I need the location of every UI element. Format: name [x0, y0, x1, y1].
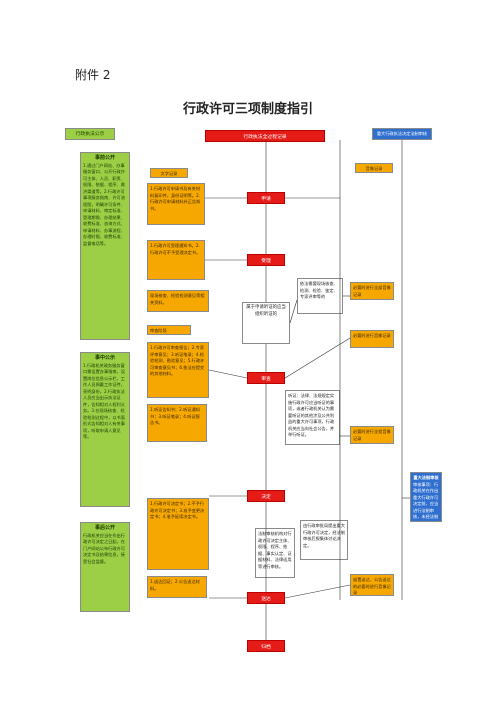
av-record-4: 留置送达、公告送达的必要时进行音像记录: [350, 574, 394, 596]
site-check-materials: 现场核查、检验检测意见等相关资料。: [147, 290, 209, 312]
step-archive: 归档: [247, 640, 285, 652]
delivery-materials: 1.送达回证；2.公告送达材料。: [147, 576, 207, 598]
step-accept: 受理: [247, 254, 285, 266]
review-materials: 1.行政许可审查报告；2.专家评审意见；3.听证笔录；4.检验检测、勘验意见；5…: [147, 342, 209, 398]
hearing-question: 属于申请听证的应当组织听证的: [242, 302, 290, 344]
decision-materials: 1.行政许可决定书；2.不予行政许可决定书；3.准予变更决定书；4.准予延续决定…: [147, 498, 209, 570]
notice-pre-text: 1.通过门户网站、办事服务窗口、公开行政许可主体、人员、职责、权限、依据、程序、…: [83, 162, 125, 246]
legal-review-title: 重大法制审核: [413, 475, 439, 480]
header-notice: 行政执法公示: [65, 128, 115, 140]
review-label: 审查阶段: [147, 325, 191, 335]
need-check-note: 依法需要现场核查、检测、检验、鉴定、专家评审等的: [297, 278, 343, 314]
header-record: 行政执法全过程记录: [205, 130, 325, 142]
notice-mid-text: 1.行政机关政务服务窗口需设置办事指南，设置岗位信息公示栏，工作人员佩戴工作证件…: [83, 362, 125, 440]
notice-mid-title: 事中公示: [94, 355, 115, 361]
record-label: 文字记录: [150, 168, 188, 178]
step-deliver: 送达: [247, 592, 285, 604]
notice-post-box: 事后公开 行政机关应当在作出行政许可决定之日起，在门户网站公布行政许可决定书及结…: [80, 522, 130, 612]
legal-review-box: 重大法制审核 审核事项：行政机关在作出重大行政许可决定前，应当进行法制审核，未经…: [410, 472, 442, 522]
major-decision-note: 由行政审批局提出重大行政许可决定，经法制审核后报集体讨论决定。: [300, 520, 348, 560]
page-title: 行政许可三项制度指引: [182, 102, 313, 117]
av-record-2: 必要时进行音像记录: [350, 330, 394, 348]
av-record-1: 必要时进行全部音像记录: [350, 282, 394, 300]
notice-pre-box: 事前公开 1.通过门户网站、办事服务窗口、公开行政许可主体、人员、职责、权限、依…: [80, 152, 130, 340]
hearing-description: 听证：法律、法规规定实施行政许可应当听证的事项，或者行政机关认为需要听证的其他涉…: [285, 390, 340, 445]
accept-materials: 1.行政许可受理通知书。2.行政许可不予受理决定书。: [147, 240, 205, 280]
review-items: 法制审核机构对行政许可决定主体、权限、程序、依据、事实认定、证据材料、法律适用等…: [255, 528, 295, 578]
apply-materials: 1.行政许可申请书及有关材料复印件，身份证明等。2.行政许可申请材料补正告知书。: [147, 183, 205, 225]
step-review: 审查: [247, 372, 285, 384]
step-decide: 决定: [247, 490, 285, 502]
legal-review-text: 审核事项：行政机关在作出重大行政许可决定前，应当进行法制审核，未经法制审核或审核…: [413, 481, 439, 522]
header-legal-review: 重大行政执法决定法制审核: [372, 128, 432, 140]
step-apply: 申请: [247, 192, 285, 204]
av-label: 音像记录: [355, 163, 393, 173]
av-record-3: 必要时进行全程音像记录: [350, 426, 394, 444]
notice-mid-box: 事中公示 1.行政机关政务服务窗口需设置办事指南，设置岗位信息公示栏，工作人员佩…: [80, 352, 130, 507]
notice-post-title: 事后公开: [94, 525, 115, 531]
hearing-materials: 1.听证告知书；2.听证通知书；3.听证笔录；4.听证报告书。: [147, 404, 207, 442]
notice-pre-title: 事前公开: [94, 155, 115, 161]
notice-post-text: 行政机关应当在作出行政许可决定之日起，在门户网站公布行政许可决定书及结果信息，接…: [83, 532, 125, 564]
attachment-label: 附件 2: [75, 68, 111, 82]
